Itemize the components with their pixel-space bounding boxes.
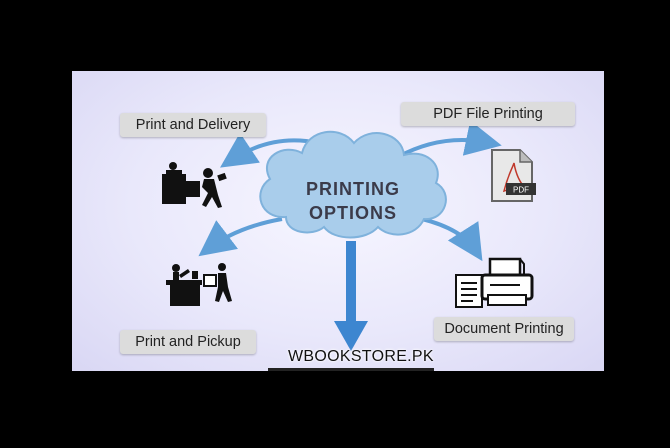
bottom-bar-divider xyxy=(268,368,434,371)
document-printing-label: Document Printing xyxy=(434,317,574,341)
cloud-shape xyxy=(259,130,447,239)
arrow-to-pickup xyxy=(198,217,283,257)
diagram-canvas: PRINTING OPTIONS xyxy=(162,120,536,351)
printer-document-icon xyxy=(455,257,534,308)
center-title-line1: PRINTING xyxy=(306,179,400,199)
delivery-people-icon xyxy=(162,162,227,208)
diagram-panel: PRINTING OPTIONS xyxy=(72,71,604,371)
print-and-pickup-label: Print and Pickup xyxy=(120,330,256,354)
arrow-to-document xyxy=(421,217,483,262)
pdf-file-printing-label: PDF File Printing xyxy=(401,102,575,126)
print-and-delivery-label: Print and Delivery xyxy=(120,113,266,137)
pdf-icon-label: PDF xyxy=(513,186,529,195)
pickup-people-icon xyxy=(166,263,232,306)
watermark-text: WBOOKSTORE.PK xyxy=(288,348,434,365)
down-arrow xyxy=(334,241,368,351)
center-title-line2: OPTIONS xyxy=(309,203,397,223)
pdf-file-icon: PDF xyxy=(491,149,536,202)
arrow-to-pdf xyxy=(397,120,502,159)
